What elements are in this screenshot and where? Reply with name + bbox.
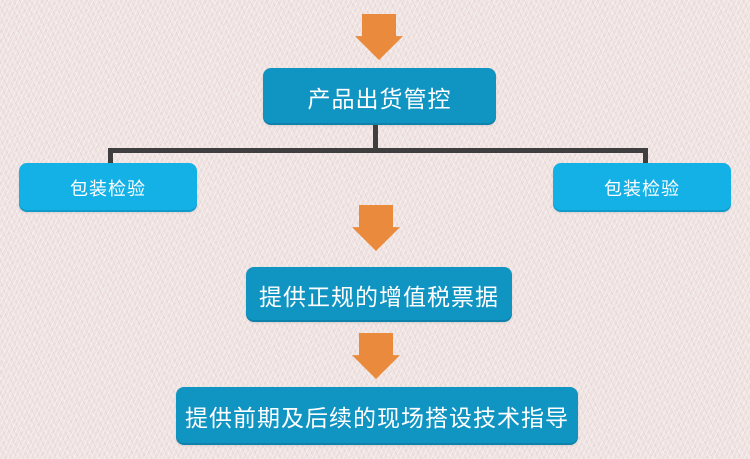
connector-stem <box>373 125 378 151</box>
node-label: 提供前期及后续的现场搭设技术指导 <box>185 405 569 431</box>
node-label: 产品出货管控 <box>307 85 452 112</box>
node-onsite-technical-guidance: 提供前期及后续的现场搭设技术指导 <box>176 387 578 445</box>
node-packaging-inspection-right: 包装检验 <box>553 163 731 212</box>
down-arrow-icon <box>352 333 400 379</box>
down-arrow-icon <box>355 14 403 60</box>
node-product-shipment-control: 产品出货管控 <box>263 68 496 125</box>
down-arrow-icon <box>352 205 400 251</box>
connector-horizontal <box>108 148 648 153</box>
node-label: 包装检验 <box>70 178 146 199</box>
connector-drop-left <box>108 148 113 165</box>
connector-drop-right <box>643 148 648 165</box>
node-label: 包装检验 <box>604 178 680 199</box>
node-label: 提供正规的增值税票据 <box>259 283 499 310</box>
node-packaging-inspection-left: 包装检验 <box>19 163 197 212</box>
node-vat-invoice: 提供正规的增值税票据 <box>246 267 512 322</box>
